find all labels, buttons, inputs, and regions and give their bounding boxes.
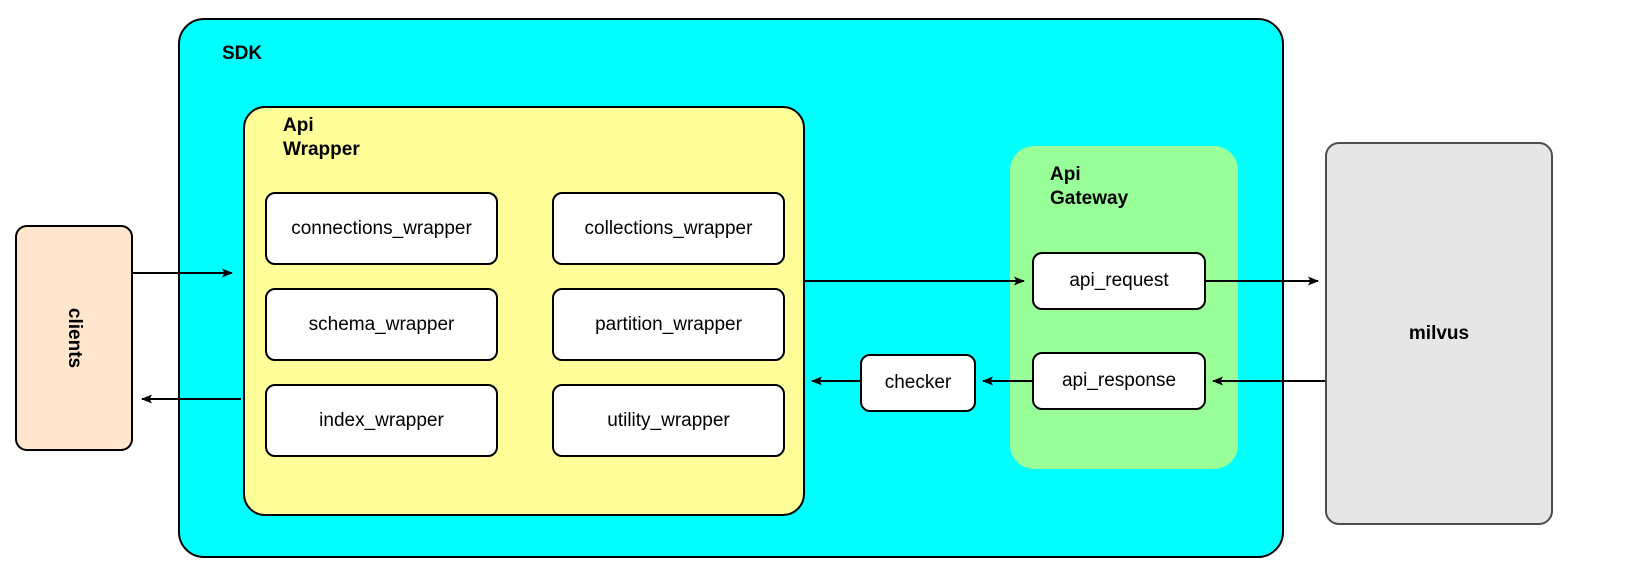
node-clients-label-wrap: clients	[17, 227, 131, 449]
container-api-gateway-label: Api Gateway	[1050, 164, 1129, 209]
node-checker[interactable]: checker	[860, 354, 976, 412]
node-collections-wrapper[interactable]: collections_wrapper	[552, 192, 785, 265]
node-index-wrapper[interactable]: index_wrapper	[265, 384, 498, 457]
node-connections-wrapper[interactable]: connections_wrapper	[265, 192, 498, 265]
node-partition-wrapper[interactable]: partition_wrapper	[552, 288, 785, 361]
node-clients-label: clients	[63, 307, 85, 369]
node-api-request[interactable]: api_request	[1032, 252, 1206, 310]
container-sdk-label: SDK	[222, 43, 263, 64]
node-milvus-label: milvus	[1408, 322, 1470, 344]
node-api-response[interactable]: api_response	[1032, 352, 1206, 410]
container-api-wrapper-label: Api Wrapper	[283, 115, 360, 160]
node-utility-wrapper[interactable]: utility_wrapper	[552, 384, 785, 457]
node-clients[interactable]: clients	[15, 225, 133, 451]
node-schema-wrapper[interactable]: schema_wrapper	[265, 288, 498, 361]
node-milvus[interactable]: milvus	[1325, 142, 1553, 525]
